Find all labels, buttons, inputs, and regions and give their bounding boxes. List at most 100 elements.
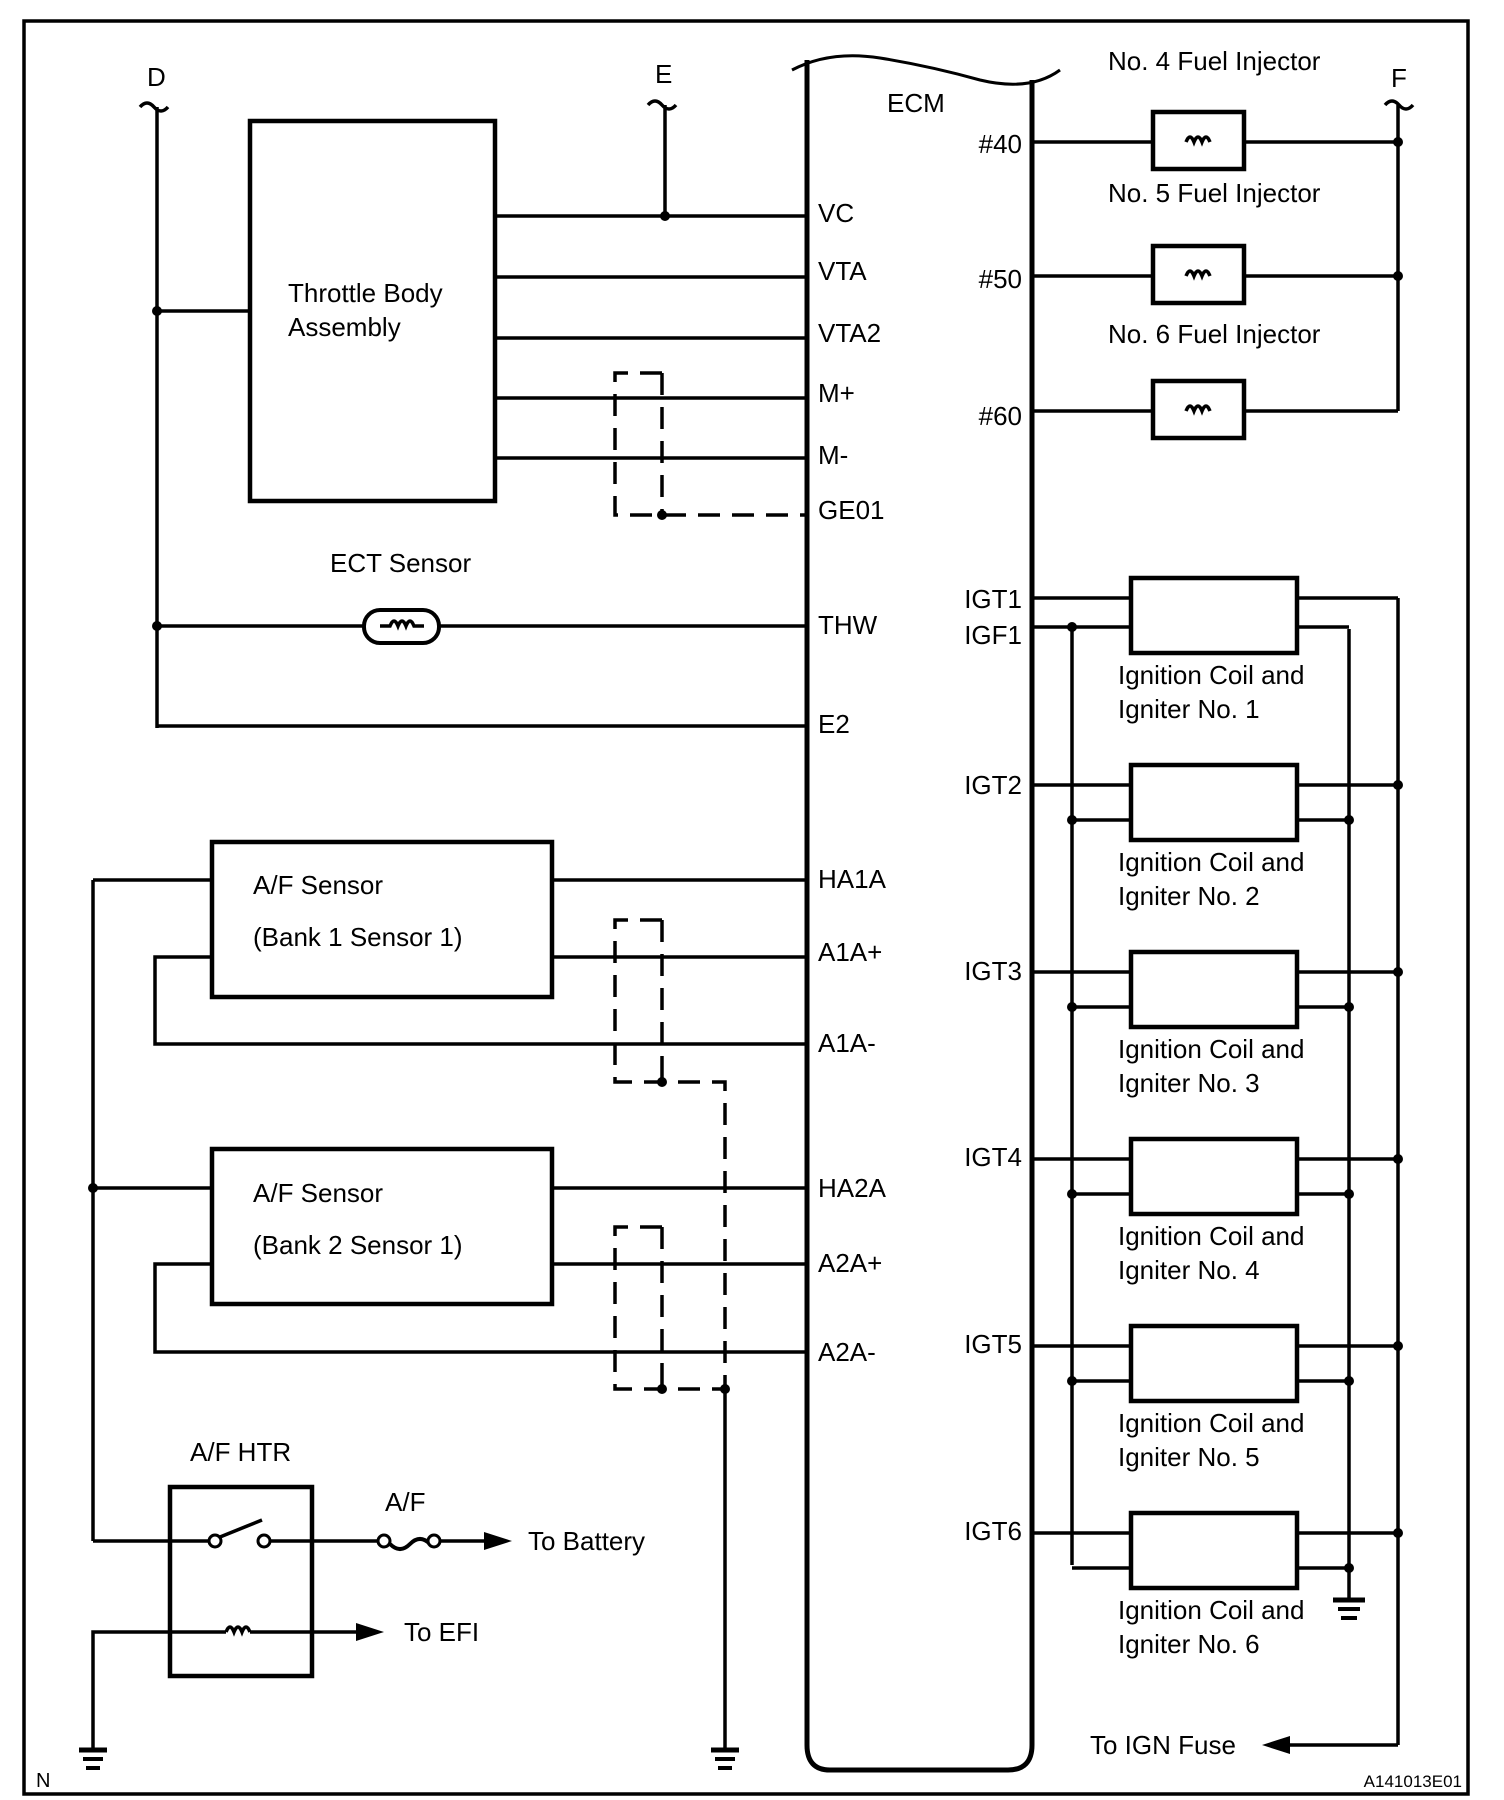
ignition-coil-label-2: Igniter No. 6 <box>1118 1629 1260 1659</box>
ignition-coil-label-2: Igniter No. 4 <box>1118 1255 1260 1285</box>
injector-5-label: No. 5 Fuel Injector <box>1108 178 1321 208</box>
af-sensor-bank2-label-1: A/F Sensor <box>253 1178 383 1208</box>
ecm-label: ECM <box>887 88 945 118</box>
injector-coil-icon <box>1184 135 1212 147</box>
ignition-coil-label-1: Ignition Coil and <box>1118 1595 1304 1625</box>
ground-icon <box>1333 1597 1365 1620</box>
wire-a1a-minus <box>153 955 807 1046</box>
fuse-contact <box>426 1533 442 1549</box>
junction <box>660 211 670 221</box>
ground-icon <box>79 1747 107 1770</box>
connector-d-label: D <box>147 62 166 92</box>
pin-ha1a: HA1A <box>818 864 887 894</box>
ignition-coil-box <box>1128 762 1300 843</box>
pin-m-minus: M- <box>818 440 848 470</box>
pin-igt4: IGT4 <box>964 1142 1022 1172</box>
pin-thw: THW <box>818 610 878 640</box>
pin-vc: VC <box>818 198 854 228</box>
throttle-body-box <box>247 118 498 504</box>
ect-sensor-label: ECT Sensor <box>330 548 471 578</box>
switch-contact <box>207 1533 223 1549</box>
arrow-icon <box>356 1623 384 1641</box>
fuse-label: A/F <box>385 1487 425 1517</box>
pin-ge01: GE01 <box>818 495 885 525</box>
to-efi-label: To EFI <box>404 1617 479 1647</box>
ecm-left-pins: VC VTA VTA2 M+ M- GE01 THW E2 HA1A A1A+ … <box>818 198 887 1367</box>
pin-igt2: IGT2 <box>964 770 1022 800</box>
af-sensor-bank1-label-2: (Bank 1 Sensor 1) <box>253 922 463 952</box>
thermistor-icon <box>380 619 424 631</box>
break-symbol-d <box>138 101 170 113</box>
arrow-icon <box>484 1532 512 1550</box>
arrow-icon <box>1262 1736 1290 1754</box>
diagram-frame <box>22 19 1470 1796</box>
pin-igt3: IGT3 <box>964 956 1022 986</box>
injector-5 <box>1032 243 1403 306</box>
ect-sensor-symbol <box>362 608 441 645</box>
ground-icon <box>711 1747 739 1770</box>
pin-igt1: IGT1 <box>964 584 1022 614</box>
ignition-coil-box <box>1128 1136 1300 1217</box>
connector-f-label: F <box>1391 63 1407 93</box>
ecm-body <box>804 60 1035 1773</box>
ignition-coil-label-2: Igniter No. 1 <box>1118 694 1260 724</box>
pin-m-plus: M+ <box>818 378 855 408</box>
ecm-break-line <box>791 54 1061 86</box>
pin-vta: VTA <box>818 256 867 286</box>
pin-60: #60 <box>979 401 1022 431</box>
wire-a2a-minus <box>153 1262 807 1354</box>
af-sensor-bank2-label-2: (Bank 2 Sensor 1) <box>253 1230 463 1260</box>
fuse-contact <box>376 1533 392 1549</box>
ignition-coil-box <box>1128 1323 1300 1404</box>
throttle-body-label-1: Throttle Body <box>288 278 443 308</box>
figure-id: A141013E01 <box>1364 1772 1462 1791</box>
switch-icon <box>219 1518 263 1539</box>
pin-a2a-minus: A2A- <box>818 1337 876 1367</box>
ignition-coil-label-2: Igniter No. 5 <box>1118 1442 1260 1472</box>
pin-ha2a: HA2A <box>818 1173 887 1203</box>
junction <box>657 510 667 520</box>
ignition-coil-box <box>1128 949 1300 1030</box>
injector-4 <box>1032 109 1403 172</box>
switch-contact <box>256 1533 272 1549</box>
connector-n-label: N <box>36 1770 50 1792</box>
pin-igf1: IGF1 <box>964 620 1022 650</box>
pin-a2a-plus: A2A+ <box>818 1248 882 1278</box>
break-symbol-e <box>646 99 678 111</box>
junction <box>657 1077 667 1087</box>
pin-a1a-plus: A1A+ <box>818 937 882 967</box>
ignition-coil-label-2: Igniter No. 2 <box>1118 881 1260 911</box>
ignition-coil-label-1: Ignition Coil and <box>1118 1034 1304 1064</box>
ignition-coil-label-1: Ignition Coil and <box>1118 660 1304 690</box>
ignition-coil-box <box>1128 575 1300 656</box>
injector-coil-icon <box>1184 269 1212 281</box>
pin-a1a-minus: A1A- <box>818 1028 876 1058</box>
pin-40: #40 <box>979 129 1022 159</box>
junction <box>657 1384 667 1394</box>
injector-4-label: No. 4 Fuel Injector <box>1108 46 1321 76</box>
injector-6 <box>1032 378 1398 441</box>
fuse-icon <box>388 1537 432 1551</box>
ecm-right-pins: #40 #50 #60 IGT1 IGF1 IGT2 IGT3 IGT4 IGT… <box>964 129 1022 1546</box>
ignition-coil-label-1: Ignition Coil and <box>1118 847 1304 877</box>
shield-af2 <box>613 1225 725 1391</box>
af-htr-relay-box <box>167 1484 315 1679</box>
to-ign-fuse-label: To IGN Fuse <box>1090 1730 1236 1760</box>
relay-coil-icon <box>224 1625 252 1637</box>
to-battery-label: To Battery <box>528 1526 645 1556</box>
pin-e2: E2 <box>818 709 850 739</box>
ignition-coil-label-1: Ignition Coil and <box>1118 1221 1304 1251</box>
connector-e-label: E <box>655 59 672 89</box>
pin-igt6: IGT6 <box>964 1516 1022 1546</box>
junction <box>1067 622 1077 632</box>
pin-igt5: IGT5 <box>964 1329 1022 1359</box>
af-sensor-bank1-box <box>209 839 555 1000</box>
ignition-coil-box <box>1128 1510 1300 1591</box>
injector-6-label: No. 6 Fuel Injector <box>1108 319 1321 349</box>
injector-coil-icon <box>1184 404 1212 416</box>
